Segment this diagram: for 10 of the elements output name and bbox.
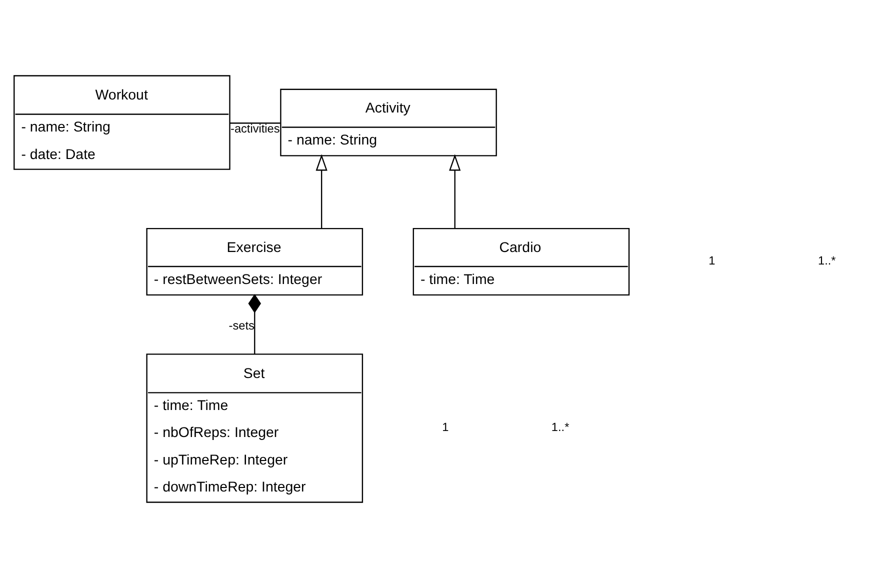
edge-label: -sets <box>228 318 254 333</box>
label: 1 <box>708 254 715 268</box>
arrow <box>448 154 460 228</box>
connector <box>248 294 261 354</box>
edge-label: -activities <box>230 122 280 136</box>
label: 1..* <box>818 254 836 268</box>
label: 1 <box>442 420 448 434</box>
label: 1..* <box>550 420 569 434</box>
connector <box>229 122 280 124</box>
arrow <box>315 154 327 228</box>
